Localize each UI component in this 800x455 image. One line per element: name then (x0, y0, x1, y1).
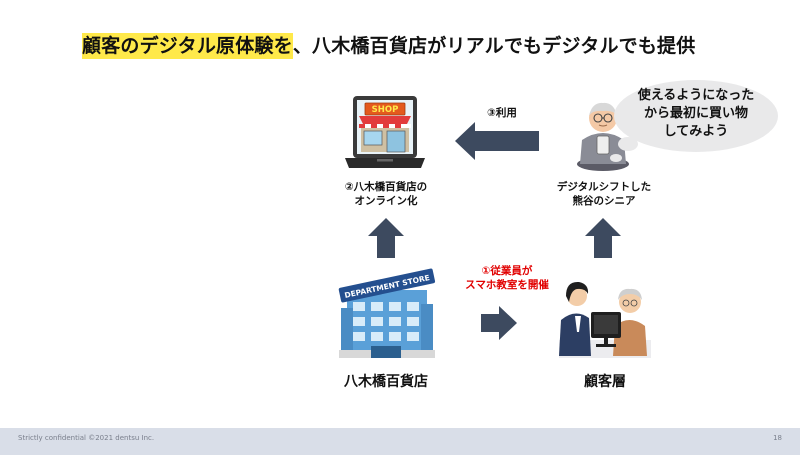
arrow-left-use (455, 122, 539, 160)
arrow-right-staff (481, 306, 517, 340)
shop-sign-text: SHOP (372, 105, 399, 115)
slide-title: 顧客のデジタル原体験を、八木橋百貨店がリアルでもデジタルでも提供 (82, 31, 696, 59)
laptop-shop-illustration: SHOP (345, 96, 425, 168)
title-highlight: 顧客のデジタル原体験を (82, 33, 293, 59)
staff-teaching-illustration (559, 281, 651, 358)
online-label: ②八木橋百貨店の オンライン化 (344, 181, 428, 207)
senior-man-illustration (577, 102, 629, 171)
arrow-up-online (368, 218, 404, 258)
arrow-up-senior (585, 218, 621, 258)
bubble-text: 使えるようになった から最初に買い物 してみよう (637, 88, 755, 139)
use-label: ③利用 (487, 107, 517, 119)
thought-bubble (610, 80, 778, 162)
staff-label: ①従業員が スマホ教室を開催 (465, 265, 549, 291)
store-label: 八木橋百貨店 (344, 374, 428, 390)
senior-label: デジタルシフトした 熊谷のシニア (556, 181, 652, 207)
department-store-illustration: DEPARTMENT STORE (338, 268, 436, 358)
page-number: 18 (773, 434, 782, 442)
customer-label: 顧客層 (584, 374, 626, 390)
title-rest: 、八木橋百貨店がリアルでもデジタルでも提供 (292, 35, 696, 57)
footer-bar: Strictly confidential ©2021 dentsu Inc. … (0, 428, 800, 455)
footer-copyright: Strictly confidential ©2021 dentsu Inc. (18, 434, 155, 442)
